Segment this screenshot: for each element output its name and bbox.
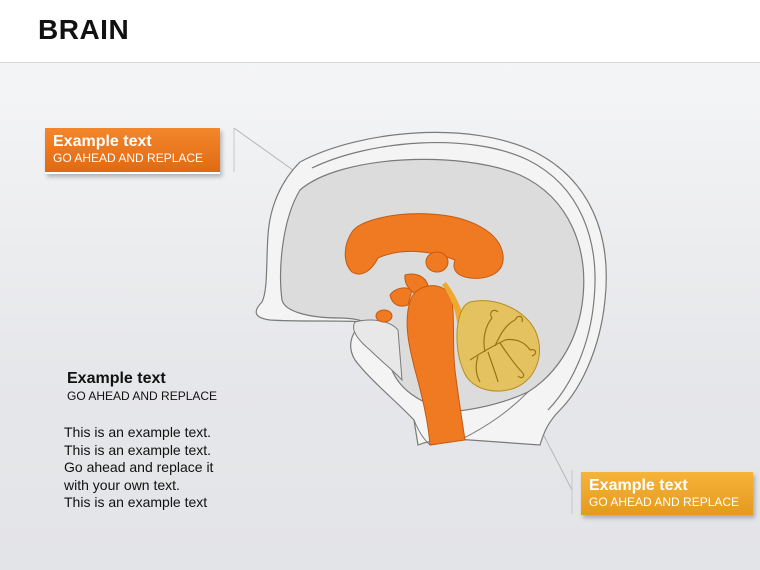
header-bar: BRAIN [0, 0, 760, 63]
small-node [375, 309, 393, 323]
arbor-vitae [469, 309, 537, 383]
body-line: with your own text. [64, 476, 180, 493]
callout-bottom-right: Example text GO AHEAD AND REPLACE [581, 472, 753, 515]
skull-inner-line [311, 141, 596, 411]
callout-top-left: Example text GO AHEAD AND REPLACE [45, 128, 220, 174]
body-line: This is an example text. [64, 424, 212, 440]
callout-subheading: GO AHEAD AND REPLACE [53, 151, 204, 165]
callout-heading: Example text [53, 133, 152, 150]
text-block-body: This is an example text. This is an exam… [64, 424, 213, 512]
text-block-subheading: GO AHEAD AND REPLACE [67, 389, 218, 403]
thalamus [425, 251, 449, 273]
body-line: Go ahead and replace it [64, 459, 214, 475]
callout-subheading: GO AHEAD AND REPLACE [589, 495, 740, 509]
body-line: This is an example text. [64, 441, 212, 458]
page-title: BRAIN [38, 14, 130, 45]
callout-heading: Example text [589, 477, 688, 494]
corpus-callosum [344, 213, 504, 279]
body-line: This is an example text [64, 494, 208, 510]
text-block-heading: Example text [67, 370, 166, 387]
pituitary [389, 287, 413, 307]
